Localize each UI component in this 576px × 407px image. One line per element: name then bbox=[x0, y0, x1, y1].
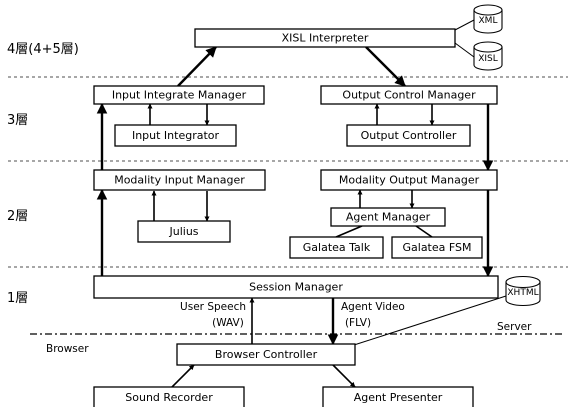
region-browser-label: Browser bbox=[46, 343, 89, 355]
galatea-fsm-box: Galatea FSM bbox=[391, 236, 483, 259]
xhtml-database-icon: XHTML bbox=[505, 275, 541, 307]
modality-input-manager-box: Modality Input Manager bbox=[93, 169, 266, 191]
galatea-fsm-label: Galatea FSM bbox=[403, 241, 472, 254]
user-speech-label: User Speech bbox=[180, 301, 246, 313]
input-integrator-box: Input Integrator bbox=[114, 124, 237, 147]
arrow-input-integrate-to-xisl bbox=[177, 46, 217, 87]
sound-recorder-box: Sound Recorder bbox=[93, 386, 245, 407]
session-manager-box: Session Manager bbox=[93, 275, 499, 299]
xhtml-to-browser-controller-link bbox=[353, 295, 507, 346]
xml-database-icon: XML bbox=[473, 4, 503, 34]
modality-output-manager-label: Modality Output Manager bbox=[339, 174, 480, 187]
layer-label-2: 2層 bbox=[7, 209, 28, 224]
browser-controller-box: Browser Controller bbox=[176, 343, 356, 366]
input-integrate-manager-box: Input Integrate Manager bbox=[93, 85, 265, 105]
xisl-database-icon: XISL bbox=[473, 41, 503, 71]
modality-output-manager-box: Modality Output Manager bbox=[320, 169, 498, 191]
galatea-talk-box: Galatea Talk bbox=[289, 236, 384, 259]
xisl-interpreter-box: XISL Interpreter bbox=[194, 28, 456, 48]
arrow-xisl-to-output-control bbox=[365, 46, 406, 87]
julius-label: Julius bbox=[168, 225, 198, 238]
user-speech-format-label: (WAV) bbox=[212, 317, 244, 329]
output-controller-box: Output Controller bbox=[346, 124, 471, 147]
region-server-label: Server bbox=[497, 321, 532, 333]
agent-manager-label: Agent Manager bbox=[346, 211, 431, 224]
layer-label-4: 4層(4+5層) bbox=[7, 42, 79, 57]
xhtml-database-label: XHTML bbox=[507, 288, 538, 298]
sound-recorder-label: Sound Recorder bbox=[125, 391, 213, 404]
xisl-to-xml-link bbox=[454, 19, 475, 31]
galatea-talk-label: Galatea Talk bbox=[303, 241, 371, 254]
julius-box: Julius bbox=[137, 220, 231, 243]
xisl-interpreter-label: XISL Interpreter bbox=[282, 32, 369, 45]
agent-presenter-box: Agent Presenter bbox=[322, 386, 474, 407]
output-controller-label: Output Controller bbox=[361, 129, 457, 142]
arrow-recorder-to-browser-controller bbox=[171, 364, 195, 388]
browser-controller-label: Browser Controller bbox=[215, 348, 318, 361]
session-manager-label: Session Manager bbox=[249, 281, 343, 294]
output-control-manager-label: Output Control Manager bbox=[342, 89, 476, 102]
input-integrator-label: Input Integrator bbox=[132, 129, 220, 142]
output-control-manager-box: Output Control Manager bbox=[320, 85, 498, 105]
layer-label-3: 3層 bbox=[7, 113, 28, 128]
agent-video-format-label: (FLV) bbox=[345, 317, 371, 329]
agent-video-label: Agent Video bbox=[341, 301, 405, 313]
agent-manager-to-galatea-fsm-link bbox=[415, 225, 433, 238]
xisl-database-label: XISL bbox=[478, 54, 498, 64]
arrow-browser-controller-to-presenter bbox=[332, 364, 356, 388]
agent-manager-to-galatea-talk-link bbox=[335, 225, 363, 238]
agent-presenter-label: Agent Presenter bbox=[354, 391, 443, 404]
xml-database-label: XML bbox=[479, 16, 498, 26]
input-integrate-manager-label: Input Integrate Manager bbox=[112, 89, 247, 102]
xisl-to-xisl-db-link bbox=[454, 42, 475, 58]
modality-input-manager-label: Modality Input Manager bbox=[114, 174, 245, 187]
layer-label-1: 1層 bbox=[7, 291, 28, 306]
agent-manager-box: Agent Manager bbox=[330, 207, 446, 227]
connectors bbox=[96, 19, 507, 388]
